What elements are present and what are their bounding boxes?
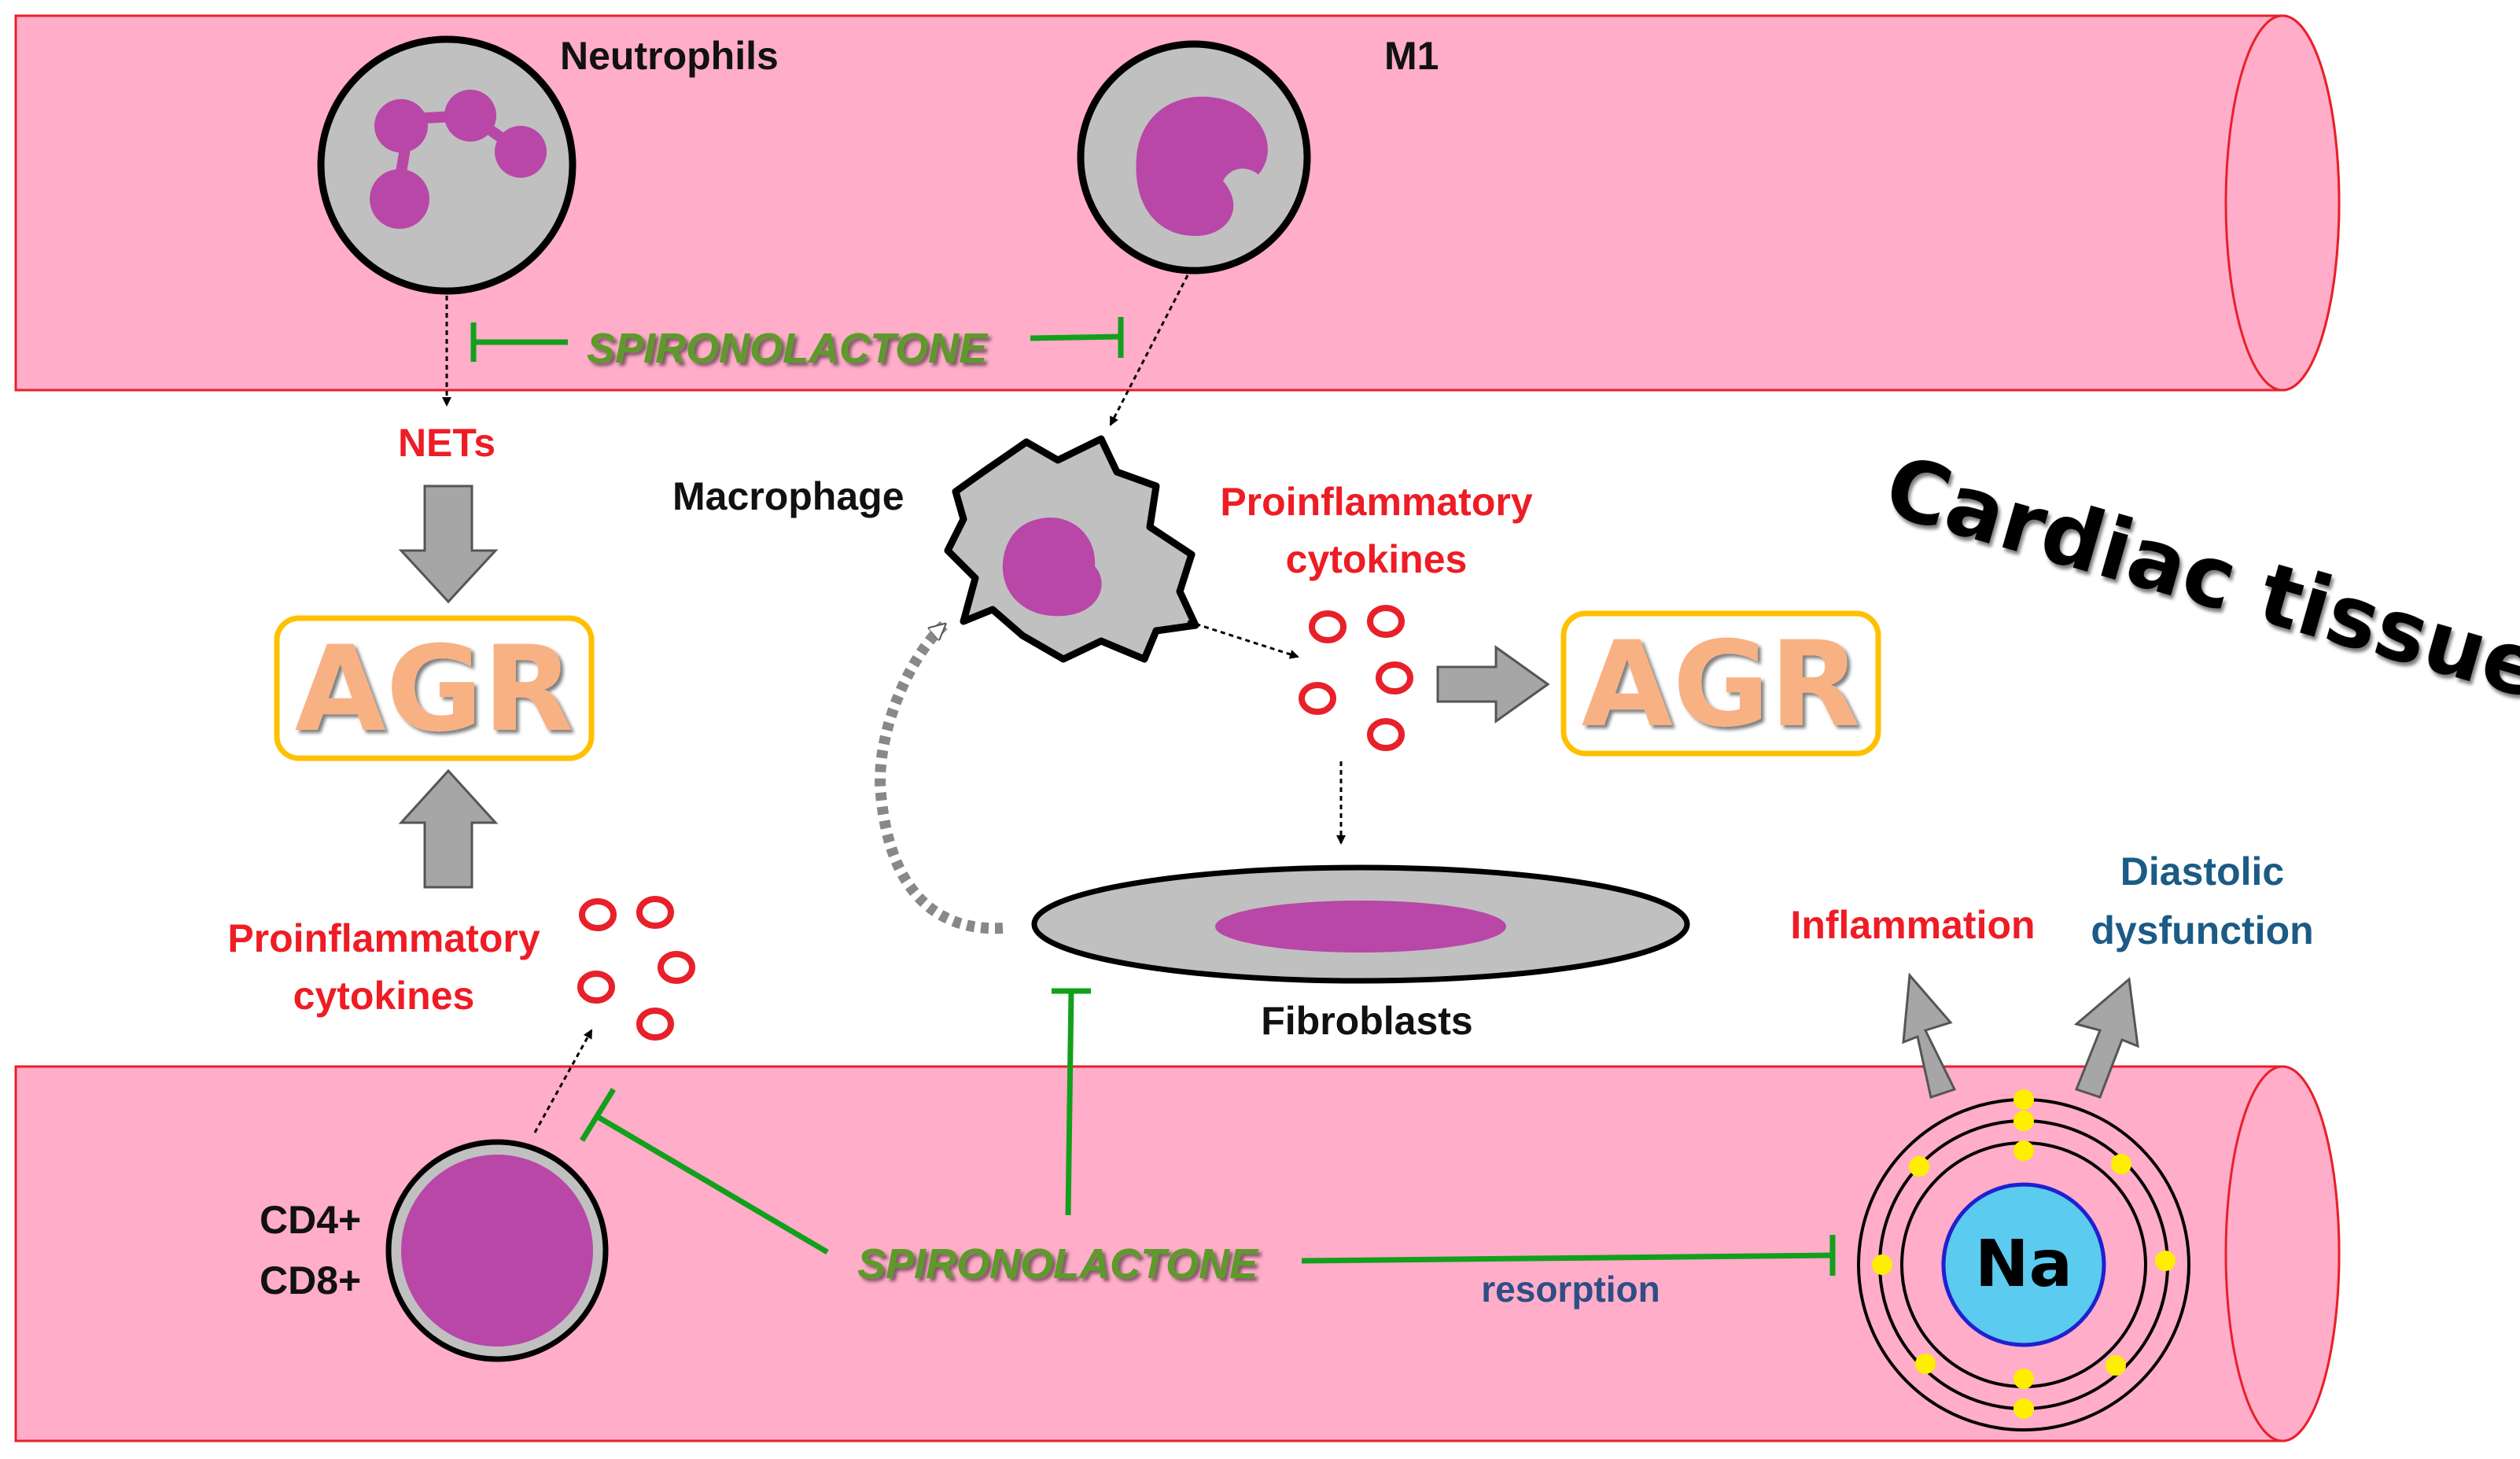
electron-dot xyxy=(2013,1398,2034,1419)
m1-cell xyxy=(1077,40,1311,274)
cytokines-to-agr-arrow xyxy=(1436,645,1550,724)
cytokine-cluster-right xyxy=(1299,605,1413,751)
bottom-inhibition-lines xyxy=(580,988,1836,1276)
m1-label: M1 xyxy=(1384,34,1439,78)
proinflammatory-left-line1: Proinflammatory xyxy=(227,916,540,960)
electron-dot xyxy=(2013,1369,2034,1389)
electron-dot xyxy=(2013,1140,2034,1161)
bottom-blood-vessel xyxy=(14,1065,2341,1442)
inflammation-up-arrow xyxy=(1902,972,1957,1099)
agr-right-label: AGR xyxy=(1582,617,1861,753)
cytokine-dot xyxy=(1367,718,1405,751)
fibroblast-cell xyxy=(1031,864,1690,984)
inflammation-label: Inflammation xyxy=(1790,903,2035,947)
electron-dot xyxy=(2013,1089,2034,1110)
resorption-label: resorption xyxy=(1481,1269,1660,1310)
cd8-label: CD8+ xyxy=(260,1258,361,1302)
electron-dot xyxy=(2111,1154,2131,1174)
fibroblast-to-macrophage-arrow xyxy=(875,621,1004,934)
cytokine-dot xyxy=(1299,682,1336,715)
nets-down-arrow xyxy=(398,484,499,604)
na-label: Na xyxy=(1975,1227,2072,1302)
electron-dot xyxy=(1915,1354,1936,1374)
agr-right-box: AGR xyxy=(1560,610,1881,757)
nets-label: NETs xyxy=(398,421,496,465)
electron-dot xyxy=(1872,1255,1892,1275)
electron-dot xyxy=(1909,1156,1929,1177)
proinflammatory-right-line1: Proinflammatory xyxy=(1220,480,1533,524)
proinflammatory-right-line2: cytokines xyxy=(1286,537,1468,581)
cytokine-dot xyxy=(658,951,695,984)
cytokine-cluster-left xyxy=(577,896,695,1041)
top-inhibition-lines xyxy=(470,317,1124,362)
cytokines-up-arrow xyxy=(398,768,499,889)
cytokine-dot xyxy=(579,898,617,931)
cytokine-dot xyxy=(636,896,674,929)
diastolic-line1: Diastolic xyxy=(2120,849,2284,893)
fibroblasts-label: Fibroblasts xyxy=(1261,999,1472,1043)
cardiac-tissue-label: Cardiac tissue xyxy=(1875,437,2520,719)
diastolic-line2: dysfunction xyxy=(2091,908,2313,952)
agr-left-box: AGR xyxy=(274,615,595,761)
tcell-to-cytokines-arrow xyxy=(533,1029,593,1133)
electron-dot xyxy=(2013,1111,2034,1131)
macrophage-cell xyxy=(944,435,1199,663)
macrophage-label: Macrophage xyxy=(672,474,904,518)
m1-to-macrophage-arrow xyxy=(1109,274,1189,426)
spironolactone-top-label: SPIRONOLACTONE xyxy=(587,325,989,372)
neutrophils-label: Neutrophils xyxy=(560,34,779,78)
electron-dot xyxy=(2155,1251,2176,1271)
spironolactone-bottom-label: SPIRONOLACTONE xyxy=(857,1240,1259,1288)
sodium-atom xyxy=(1857,1089,2190,1431)
diastolic-up-arrow xyxy=(2073,977,2139,1099)
cytokine-dot xyxy=(577,971,615,1004)
electron-dot xyxy=(2106,1355,2126,1376)
cytokine-dot xyxy=(1309,610,1347,643)
cytokine-dot xyxy=(1376,661,1413,694)
macrophage-to-cytokines-arrow xyxy=(1187,620,1299,659)
proinflammatory-left-line2: cytokines xyxy=(293,974,475,1018)
cytokine-dot xyxy=(636,1008,674,1041)
cd4-label: CD4+ xyxy=(260,1198,361,1242)
cytokine-dot xyxy=(1367,605,1405,638)
neutrophil-cell xyxy=(317,35,577,295)
agr-left-label: AGR xyxy=(295,621,574,758)
t-cell xyxy=(385,1139,609,1362)
